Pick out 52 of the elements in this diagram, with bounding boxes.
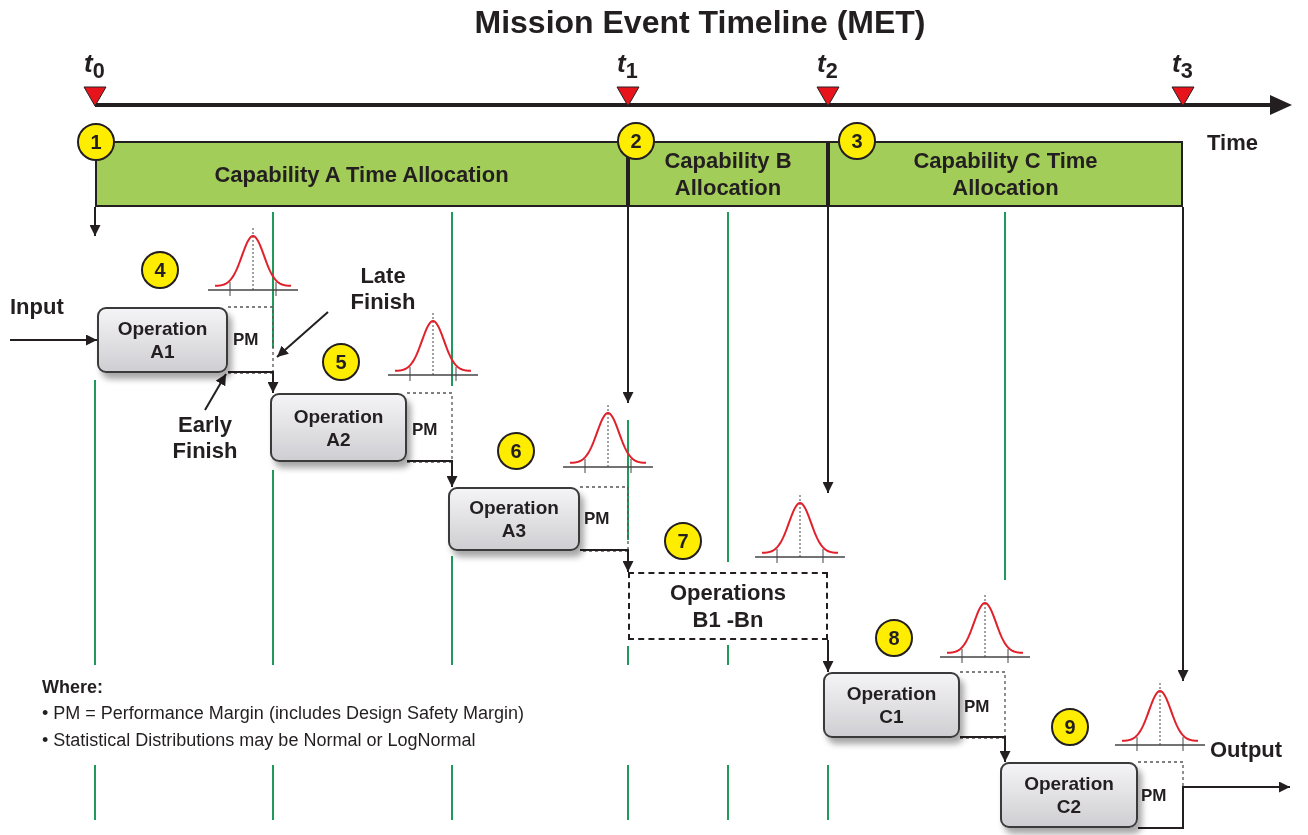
margin-label: PM — [1141, 786, 1167, 806]
callout-number: 8 — [875, 619, 913, 657]
callout-number: 7 — [664, 522, 702, 560]
callout-number: 4 — [141, 251, 179, 289]
operation-box: Operation A1 — [97, 307, 228, 373]
callout-number: 9 — [1051, 708, 1089, 746]
arrow — [9, 334, 98, 346]
margin-label: PM — [964, 697, 990, 717]
operation-box: Operation A2 — [270, 393, 407, 462]
bell-curve-drawing — [388, 311, 478, 383]
bell-curve-drawing — [755, 493, 845, 565]
operation-box: Operation A3 — [448, 487, 580, 551]
note-text: • Statistical Distributions may be Normal or LogNormal — [42, 730, 476, 751]
bell-curve-drawing — [1115, 681, 1205, 753]
note-heading: Where: — [42, 677, 103, 698]
callout-number: 2 — [617, 122, 655, 160]
arrow — [579, 549, 634, 573]
bell-curve-drawing — [940, 593, 1030, 665]
arrow — [822, 206, 834, 494]
margin-label: PM — [412, 420, 438, 440]
arrow — [89, 206, 101, 237]
margin-label: PM — [233, 330, 259, 350]
arrow — [406, 460, 458, 488]
leader-line — [276, 311, 329, 358]
time-marker-label: t$_{2}$ — [817, 48, 838, 85]
callout-number: 6 — [497, 432, 535, 470]
arrow — [822, 639, 834, 673]
arrow — [622, 206, 634, 404]
operation-box: Operation C1 — [823, 672, 960, 738]
arrow — [227, 371, 279, 394]
operation-group-box: Operations B1 -Bn — [628, 572, 828, 640]
axis-label: Time — [1207, 130, 1258, 156]
output-label: Output — [1210, 737, 1283, 763]
operation-box: Operation C2 — [1000, 762, 1138, 828]
arrow — [959, 736, 1011, 763]
callout-number: 5 — [322, 343, 360, 381]
input-label: Input — [10, 294, 64, 320]
time-marker-label: t$_{3}$ — [1172, 48, 1193, 85]
callout-number: 1 — [77, 123, 115, 161]
margin-label: PM — [584, 509, 610, 529]
bell-curve-drawing — [208, 226, 298, 298]
note-text: • PM = Performance Margin (includes Design Safety Margin) — [42, 703, 524, 724]
callout-number: 3 — [838, 122, 876, 160]
time-marker-label: t$_{0}$ — [84, 48, 105, 85]
bell-curve-drawing — [563, 403, 653, 475]
annotation-text: Early Finish — [150, 410, 260, 466]
arrow — [1137, 781, 1291, 829]
annotation-text: Late Finish — [328, 262, 438, 316]
arrow — [1177, 206, 1189, 682]
time-marker-label: t$_{1}$ — [617, 48, 638, 85]
diagram-title: Mission Event Timeline (MET) — [473, 4, 927, 41]
leader-line — [204, 373, 227, 411]
